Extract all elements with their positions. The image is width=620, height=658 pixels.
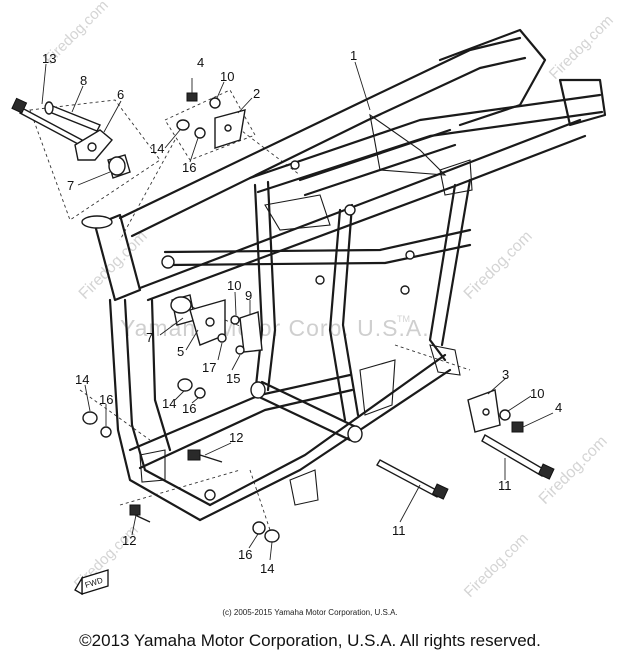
callout-11-lower: 11 [392, 523, 406, 538]
callout-9: 9 [245, 288, 252, 303]
small-copyright: (c) 2005-2015 Yamaha Motor Corporation, … [222, 608, 398, 617]
callout-6: 6 [117, 87, 124, 102]
callout-13: 13 [42, 51, 56, 66]
watermark-tm: TM [397, 314, 410, 324]
callout-16-top: 16 [182, 160, 196, 175]
callout-2: 2 [253, 86, 260, 101]
frame-assembly [81, 28, 607, 522]
watermark-br: Firedog.com [461, 530, 532, 601]
callout-5: 5 [177, 344, 184, 359]
fwd-indicator: FWD [74, 569, 109, 596]
watermark-layer: Firedog.com Firedog.com Firedog.com Fire… [41, 0, 617, 601]
callout-10-right: 10 [530, 386, 544, 401]
callout-11-right: 11 [498, 478, 512, 493]
callout-12-mid: 12 [229, 430, 243, 445]
watermark-tr: Firedog.com [546, 12, 617, 83]
callout-labels: 13 8 6 7 4 10 2 14 16 1 10 9 7 5 17 15 1… [42, 48, 562, 576]
callout-10-mid: 10 [227, 278, 241, 293]
callout-16-mid: 16 [182, 401, 196, 416]
watermark-mid-right: Firedog.com [461, 228, 536, 303]
callout-14-top: 14 [150, 141, 164, 156]
callout-14-mid: 14 [162, 396, 176, 411]
callout-7-top: 7 [67, 178, 74, 193]
callout-14-left: 14 [75, 372, 89, 387]
callout-16-bottom: 16 [238, 547, 252, 562]
frame-parts-diagram: Firedog.com Firedog.com Firedog.com Fire… [11, 0, 617, 601]
callout-4-right: 4 [555, 400, 562, 415]
callout-3: 3 [502, 367, 509, 382]
callout-10-top: 10 [220, 69, 234, 84]
callout-15: 15 [226, 371, 240, 386]
callout-12-bottom: 12 [122, 533, 136, 548]
callout-7-mid: 7 [146, 330, 153, 345]
callout-16-left: 16 [99, 392, 113, 407]
callout-8: 8 [80, 73, 87, 88]
callout-14-bottom: 14 [260, 561, 274, 576]
leader-lines [41, 61, 532, 561]
hardware-parts [11, 78, 555, 543]
callout-1: 1 [350, 48, 357, 63]
copyright-notice: ©2013 Yamaha Motor Corporation, U.S.A. A… [79, 631, 541, 650]
callout-4-top: 4 [197, 55, 204, 70]
callout-17: 17 [202, 360, 216, 375]
